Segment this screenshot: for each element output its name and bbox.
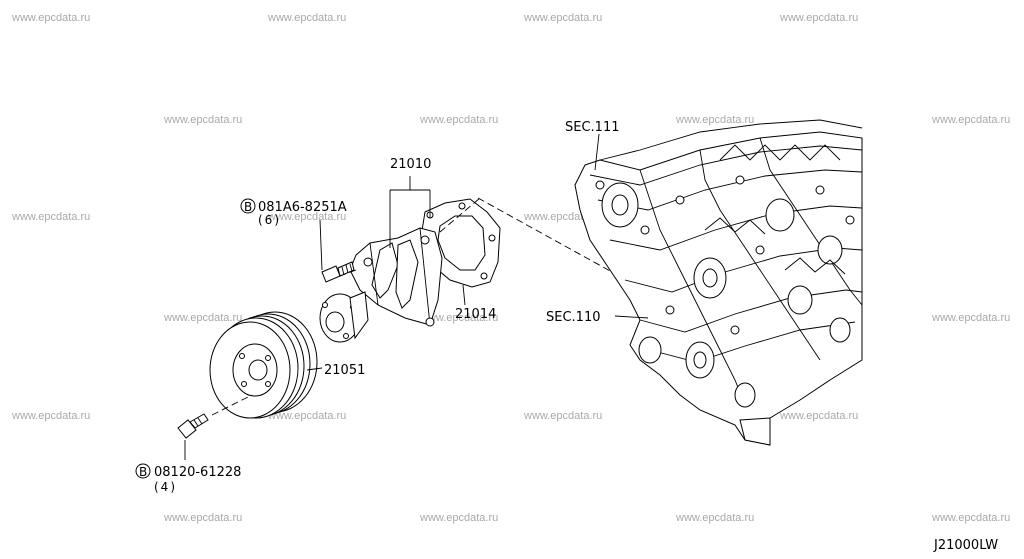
watermark-text: www.epcdata.ru: [12, 12, 91, 24]
watermark-text: www.epcdata.ru: [780, 12, 859, 24]
watermark-text: www.epcdata.ru: [676, 512, 755, 524]
watermark-text: www.epcdata.ru: [164, 312, 243, 324]
watermark-text: www.epcdata.ru: [12, 211, 91, 223]
bolt-code-upper: 081A6-8251A: [258, 200, 347, 215]
water-pump-21010: [319, 227, 443, 343]
watermark-text: www.epcdata.ru: [164, 114, 243, 126]
pulley-bolt: [177, 413, 209, 439]
bolt-marker-letter-lower: B: [139, 465, 147, 479]
watermark-text: www.epcdata.ru: [932, 512, 1011, 524]
watermark-text: www.epcdata.ru: [676, 114, 755, 126]
watermark-text: www.epcdata.ru: [268, 410, 347, 422]
watermark-text: www.epcdata.ru: [420, 512, 499, 524]
label-pulley: 21051: [324, 363, 365, 378]
watermark-text: www.epcdata.ru: [524, 410, 603, 422]
watermark-text: www.epcdata.ru: [12, 410, 91, 422]
bolt-qty-upper: (6): [258, 213, 281, 227]
diagram-code: J21000LW: [933, 538, 998, 553]
watermark-text: www.epcdata.ru: [268, 211, 347, 223]
engine-block-illustration: [574, 119, 863, 446]
watermark-text: www.epcdata.ru: [268, 12, 347, 24]
watermark-text: www.epcdata.ru: [164, 512, 243, 524]
watermark-text: www.epcdata.ru: [524, 12, 603, 24]
bolt-callout-lower: B 08120-61228 (4): [135, 463, 241, 494]
bolt-marker-letter-upper: B: [244, 200, 252, 214]
bolt-marker-b-lower: [135, 463, 151, 479]
label-gasket: 21014: [455, 307, 496, 322]
bolt-code-lower: 08120-61228: [154, 465, 241, 480]
label-water-pump: 21010: [390, 157, 431, 172]
leader-lines: [184, 133, 649, 460]
water-pump-pulley-21051: [209, 311, 318, 419]
watermark-text: www.epcdata.ru: [420, 114, 499, 126]
pump-flange-bolt: [321, 261, 355, 283]
section-ref-lower: SEC.110: [546, 310, 601, 325]
watermark-text: www.epcdata.ru: [932, 114, 1011, 126]
bolt-marker-b-upper: [240, 198, 256, 214]
bolt-qty-lower: (4): [154, 480, 177, 494]
watermark-text: www.epcdata.ru: [780, 410, 859, 422]
watermark-text: www.epcdata.ru: [932, 312, 1011, 324]
bolt-callout-upper: B 081A6-8251A (6): [240, 198, 347, 227]
section-ref-upper: SEC.111: [565, 120, 620, 135]
watermark-text: www.epcdata.ru: [420, 312, 499, 324]
